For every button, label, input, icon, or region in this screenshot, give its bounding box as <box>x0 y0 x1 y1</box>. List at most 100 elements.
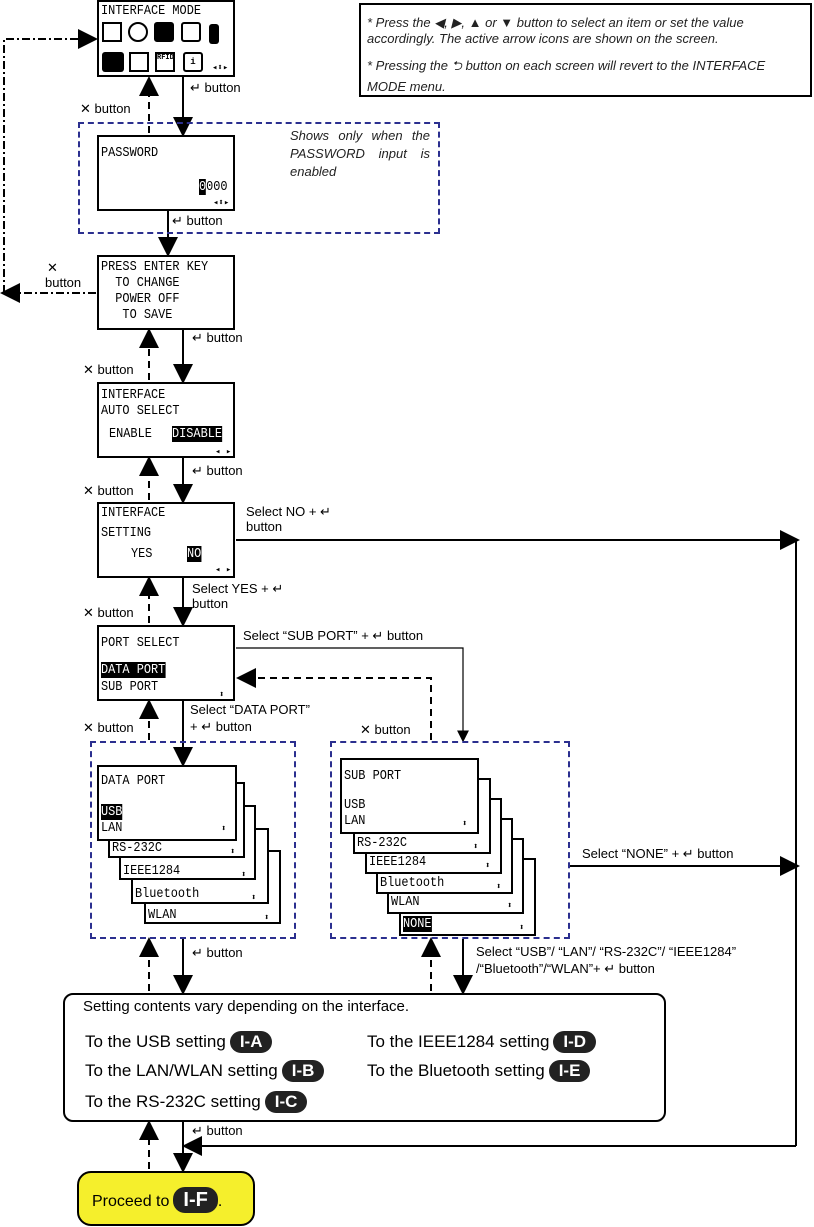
option-no[interactable]: NO <box>187 546 202 562</box>
password-optional-region <box>78 122 440 234</box>
settings-heading: Setting contents vary depending on the i… <box>83 998 410 1015</box>
option-data-port[interactable]: DATA PORT <box>101 662 166 678</box>
enter-label: ↵ button <box>172 213 223 228</box>
data-port-screen-usb: DATA PORT USB LAN ⬍ <box>97 765 237 841</box>
option-disable[interactable]: DISABLE <box>172 426 222 442</box>
select-none-label: Select “NONE” + ↵ button <box>582 846 734 861</box>
cancel-button-label: button <box>45 275 82 290</box>
screen-port-select: PORT SELECT DATA PORT SUB PORT ⬍ <box>97 625 235 701</box>
select-no-label: Select NO + ↵ <box>246 504 331 519</box>
select-yes-button: button <box>192 596 229 611</box>
interface-icon <box>154 22 174 42</box>
screen-password: PASSWORD 0000 ◂⬍▸ <box>97 135 235 211</box>
select-data-label-2: + ↵ button <box>190 719 252 734</box>
screen-auto-select: INTERFACE AUTO SELECT ENABLE DISABLE ◂ ▸ <box>97 382 235 458</box>
screen-press-enter: PRESS ENTER KEY TO CHANGE POWER OFF TO S… <box>97 255 235 330</box>
screen-title: INTERFACE MODE <box>101 3 201 19</box>
option-bluetooth[interactable]: Bluetooth <box>380 875 445 891</box>
data-port-region <box>90 741 296 939</box>
screen-interface-setting: INTERFACE SETTING YES NO ◂ ▸ <box>97 502 235 578</box>
updown-icon: ⬍ <box>507 901 513 911</box>
sub-port-region <box>330 741 570 939</box>
document-icon <box>129 52 149 72</box>
display-icon <box>181 22 201 42</box>
cancel-label: ✕ button <box>83 720 134 735</box>
info-icon: i <box>183 52 203 72</box>
option-ieee1284[interactable]: IEEE1284 <box>123 863 181 879</box>
screen-interface-mode: INTERFACE MODE RFID i ◂⬍▸ <box>97 0 235 77</box>
password-value[interactable]: 0000 <box>199 179 228 195</box>
option-rs232c[interactable]: RS-232C <box>112 840 162 856</box>
password-note: Shows only when the PASSWORD input is en… <box>290 128 430 179</box>
screen-line: TO CHANGE <box>101 275 180 291</box>
section-tag: I-C <box>264 1091 308 1113</box>
section-tag: I-E <box>548 1060 591 1082</box>
screen-line: POWER OFF <box>101 291 180 307</box>
section-tag: I-D <box>553 1031 597 1053</box>
screen-title: PASSWORD <box>101 145 159 161</box>
select-sub-label: Select “SUB PORT” + ↵ button <box>243 628 424 643</box>
layout-icon <box>102 22 122 42</box>
password-cursor-digit: 0 <box>199 179 207 195</box>
option-usb[interactable]: USB <box>344 797 366 813</box>
option-yes[interactable]: YES <box>131 546 153 562</box>
updown-icon: ⬍ <box>462 819 468 829</box>
screen-title: SUB PORT <box>344 768 402 784</box>
option-sub-port[interactable]: SUB PORT <box>101 679 159 695</box>
enter-label: ↵ button <box>192 463 243 478</box>
screen-line: INTERFACE <box>101 505 166 521</box>
arrows-icon: ◂⬍▸ <box>213 198 230 208</box>
select-no-button: button <box>246 519 283 534</box>
password-digits: 000 <box>206 179 228 195</box>
screen-title: PORT SELECT <box>101 635 180 651</box>
enter-label: ↵ button <box>190 80 241 95</box>
select-any-label-2: /“Bluetooth”/“WLAN”+ ↵ button <box>476 961 655 976</box>
arrows-icon: ⬍ <box>219 690 225 700</box>
hammer-icon <box>209 24 219 44</box>
select-data-label: Select “DATA PORT” <box>190 702 310 717</box>
option-wlan[interactable]: WLAN <box>391 894 420 910</box>
select-any-label: Select “USB”/ “LAN”/ “RS-232C”/ “IEEE128… <box>476 944 737 959</box>
settings-contents-box: Setting contents vary depending on the i… <box>63 993 666 1122</box>
arrow-sub-port <box>236 647 469 743</box>
updown-icon: ⬍ <box>519 923 525 933</box>
note-return: * Pressing the ⮌ button on each screen w… <box>367 58 766 94</box>
cancel-label: ✕ button <box>80 101 131 116</box>
option-enable[interactable]: ENABLE <box>109 426 152 442</box>
option-none[interactable]: NONE <box>403 916 432 932</box>
updown-icon: ⬍ <box>221 824 227 834</box>
cancel-label: ✕ button <box>83 605 134 620</box>
option-ieee1284[interactable]: IEEE1284 <box>369 854 427 870</box>
updown-icon: ⬍ <box>473 842 479 852</box>
screen-line: AUTO SELECT <box>101 403 180 419</box>
link-label: To the RS-232C setting <box>85 1092 261 1111</box>
updown-icon: ⬍ <box>241 870 247 880</box>
screen-line: PRESS ENTER KEY <box>101 259 209 275</box>
option-rs232c[interactable]: RS-232C <box>357 835 407 851</box>
option-usb[interactable]: USB <box>101 804 123 820</box>
screen-title: DATA PORT <box>101 773 166 789</box>
link-label: To the LAN/WLAN setting <box>85 1061 278 1080</box>
section-tag: I-A <box>229 1031 273 1053</box>
tools-icon <box>102 52 124 72</box>
option-lan[interactable]: LAN <box>101 820 123 836</box>
cancel-label: ✕ button <box>83 362 134 377</box>
note-arrows: * Press the ◀, ▶, ▲ or ▼ button to selec… <box>367 15 744 46</box>
cancel-label: ✕ button <box>83 483 134 498</box>
proceed-label: Proceed to <box>92 1193 170 1210</box>
option-lan[interactable]: LAN <box>344 813 366 829</box>
updown-icon: ⬍ <box>485 861 491 871</box>
screen-line: TO SAVE <box>101 307 173 323</box>
updown-icon: ⬍ <box>251 893 257 903</box>
option-bluetooth[interactable]: Bluetooth <box>135 886 200 902</box>
arrows-icon: ◂ ▸ <box>215 447 232 457</box>
option-wlan[interactable]: WLAN <box>148 907 177 923</box>
